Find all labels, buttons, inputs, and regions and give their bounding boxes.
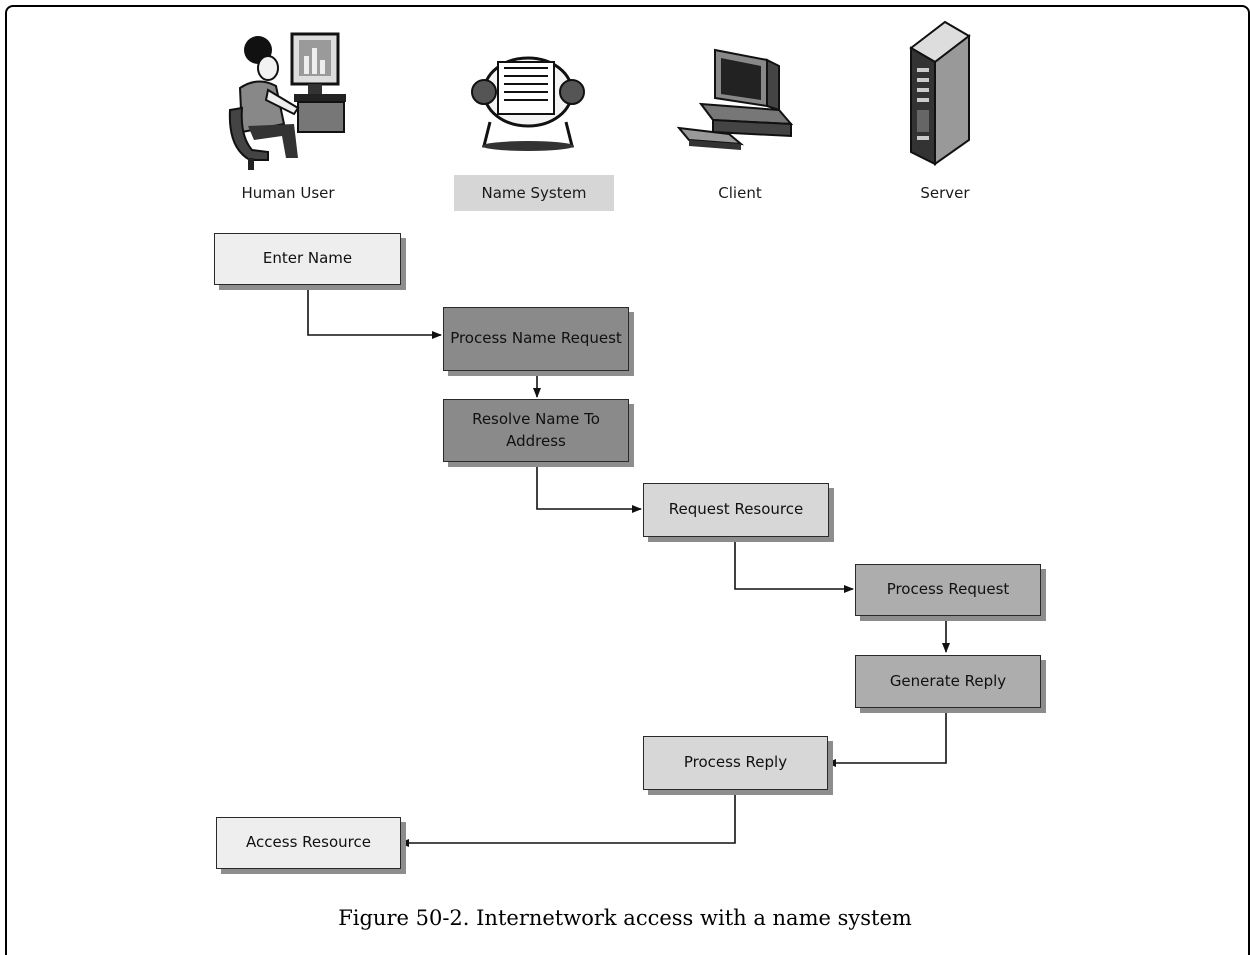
desktop-computer-icon: [676, 48, 794, 150]
step-resolve-name-to-address: Resolve Name To Address: [443, 399, 629, 462]
actor-label-name-system: Name System: [454, 175, 614, 211]
step-request-resource: Request Resource: [643, 483, 829, 537]
arrow-resolve-to-request-resource: [536, 462, 642, 513]
actor-label-human-user: Human User: [241, 184, 335, 202]
actor-label-client: Client: [718, 184, 762, 202]
step-access-resource: Access Resource: [216, 817, 401, 869]
figure-caption: Figure 50-2. Internetwork access with a …: [338, 906, 912, 930]
server-tower-icon: [909, 20, 971, 166]
woman-at-computer-icon: [228, 32, 346, 170]
step-process-request: Process Request: [855, 564, 1041, 616]
arrow-enter-to-process-name: [307, 285, 442, 339]
step-process-reply: Process Reply: [643, 736, 828, 790]
arrow-request-resource-to-process-request: [734, 537, 854, 593]
actor-label-server: Server: [920, 184, 970, 202]
rolodex-icon: [471, 56, 585, 151]
step-generate-reply: Generate Reply: [855, 655, 1041, 708]
step-enter-name: Enter Name: [214, 233, 401, 285]
arrow-process-reply-to-access-resource: [399, 790, 736, 847]
figure-frame: [5, 5, 1250, 955]
arrow-generate-reply-to-process-reply: [826, 708, 947, 767]
step-process-name-request: Process Name Request: [443, 307, 629, 371]
